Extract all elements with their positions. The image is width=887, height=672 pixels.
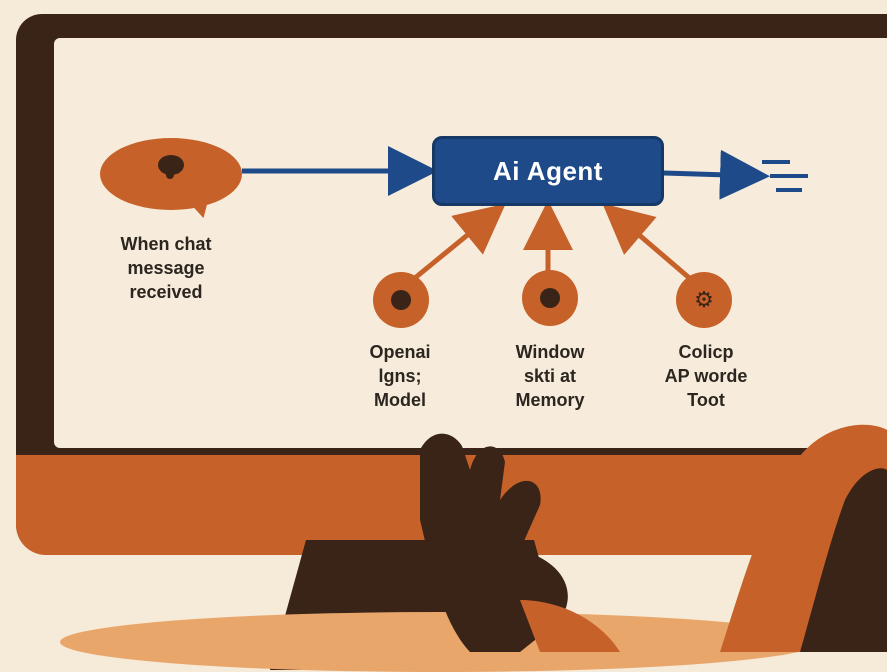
ai-agent-node: Ai Agent: [432, 136, 664, 206]
output-lines-icon: [762, 160, 808, 192]
trigger-label: When chat message received: [86, 232, 246, 304]
chat-bubble-icon: [158, 155, 184, 179]
left-hand: [420, 433, 568, 652]
ai-agent-label: Ai Agent: [493, 155, 603, 186]
trigger-label-line: When chat: [120, 234, 212, 254]
model-node: [373, 272, 429, 328]
memory-label-line: Memory: [515, 390, 585, 410]
left-arm: [520, 600, 620, 652]
dot-icon: [540, 288, 560, 308]
model-label-line: Model: [374, 390, 426, 410]
right-sleeve: [800, 468, 887, 652]
tool-label-line: AP worde: [664, 366, 748, 386]
tool-node: ⚙: [676, 272, 732, 328]
gear-icon: ⚙: [694, 287, 714, 312]
illustration: When chat message received Ai Agent Open…: [16, 14, 887, 672]
tool-label-line: Toot: [687, 390, 725, 410]
memory-label-line: skti at: [523, 366, 577, 386]
trigger-label-line: message: [127, 258, 205, 278]
tool-label-line: Colicp: [678, 342, 734, 362]
hand-illustration: [420, 424, 887, 652]
arrow-tool-to-agent: [602, 203, 696, 284]
trigger-label-line: received: [129, 282, 203, 302]
dot-icon: [391, 290, 411, 310]
memory-label: Window skti at Memory: [480, 340, 620, 412]
model-label: Openai lgns; Model: [330, 340, 470, 412]
arrow-model-to-agent: [408, 203, 506, 284]
memory-node: [522, 270, 578, 326]
model-label-line: lgns;: [378, 366, 422, 386]
memory-label-line: Window: [515, 342, 585, 362]
arrow-agent-to-output: [663, 149, 770, 200]
tool-label: Colicp AP worde Toot: [636, 340, 776, 412]
model-label-line: Openai: [369, 342, 431, 362]
